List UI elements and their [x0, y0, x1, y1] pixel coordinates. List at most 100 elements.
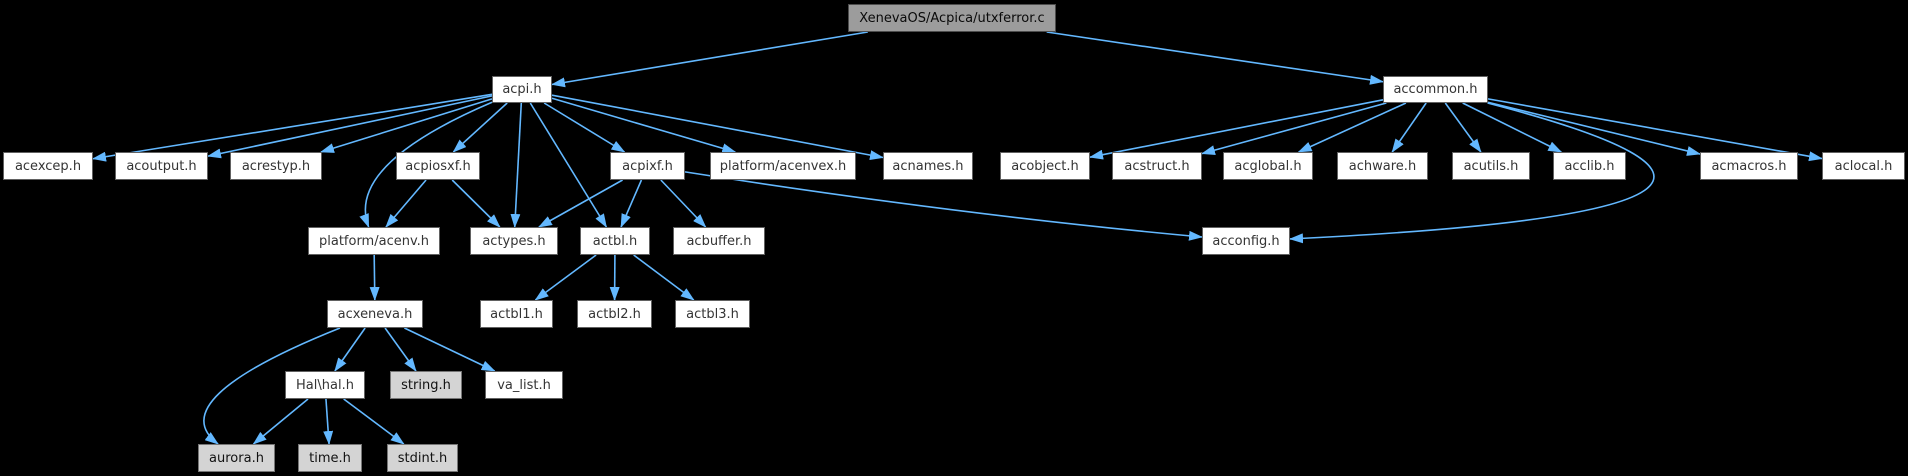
- graph-node-label: acstruct.h: [1124, 158, 1190, 174]
- graph-node-string[interactable]: string.h: [390, 371, 462, 399]
- graph-node-acbuffer[interactable]: acbuffer.h: [673, 227, 765, 255]
- include-edge-acenv-acxeneva: [369, 254, 380, 301]
- graph-node-label: acexcep.h: [14, 158, 82, 174]
- graph-node-label: aurora.h: [209, 450, 264, 466]
- graph-node-label: acconfig.h: [1212, 233, 1280, 249]
- include-edge-acpixf-acbuffer: [660, 179, 707, 228]
- graph-node-actypes[interactable]: actypes.h: [470, 227, 558, 255]
- include-edge-accommon-acobject: [1089, 98, 1384, 160]
- graph-node-label: Hal\hal.h: [296, 377, 354, 393]
- include-edge-accommon-acutils: [1444, 102, 1482, 153]
- graph-node-acnames[interactable]: acnames.h: [883, 152, 973, 180]
- graph-node-aurora[interactable]: aurora.h: [198, 444, 275, 472]
- graph-node-acenvex[interactable]: platform/acenvex.h: [710, 152, 856, 180]
- graph-node-acpixf[interactable]: acpixf.h: [610, 152, 685, 180]
- graph-node-label: acpi.h: [502, 82, 542, 97]
- include-edge-acpiosxf-actypes: [451, 179, 501, 228]
- include-edge-accommon-achware: [1391, 102, 1427, 153]
- graph-node-acobject[interactable]: acobject.h: [1000, 152, 1090, 180]
- include-edge-acpixf-actypes: [538, 179, 623, 228]
- graph-node-label: XenevaOS/Acpica/utxferror.c: [859, 10, 1045, 26]
- graph-node-aclocal[interactable]: aclocal.h: [1822, 152, 1905, 180]
- include-edge-hal-stdint: [343, 398, 405, 445]
- include-edge-actbl-actbl3: [633, 254, 695, 301]
- include-edge-acpi-acrestyp: [320, 98, 493, 153]
- graph-node-label: acglobal.h: [1234, 158, 1302, 174]
- graph-node-root: XenevaOS/Acpica/utxferror.c: [848, 4, 1056, 32]
- graph-node-label: achware.h: [1348, 158, 1417, 174]
- graph-node-acenv[interactable]: platform/acenv.h: [308, 227, 440, 255]
- graph-node-acpi[interactable]: acpi.h: [492, 76, 552, 103]
- graph-node-acmacros[interactable]: acmacros.h: [1700, 152, 1798, 180]
- include-edge-root-acpi: [551, 31, 868, 88]
- graph-node-label: acxeneva.h: [337, 306, 413, 322]
- graph-node-acpiosxf[interactable]: acpiosxf.h: [396, 152, 480, 180]
- include-edge-acpi-acenvex: [551, 97, 737, 154]
- graph-node-label: acclib.h: [1564, 158, 1615, 174]
- include-edge-acpixf-actbl: [620, 179, 643, 228]
- include-edge-acpi-acpixf: [543, 102, 626, 153]
- graph-node-actbl2[interactable]: actbl2.h: [577, 300, 652, 328]
- include-edge-acpi-acoutput: [207, 95, 493, 159]
- include-edge-acpi-acenv: [359, 101, 493, 228]
- graph-node-acexcep[interactable]: acexcep.h: [3, 152, 93, 180]
- graph-node-stdint[interactable]: stdint.h: [387, 444, 458, 472]
- graph-node-label: acpixf.h: [622, 158, 673, 174]
- graph-node-label: actbl2.h: [588, 306, 641, 322]
- graph-node-label: actypes.h: [482, 233, 546, 249]
- graph-node-acrestyp[interactable]: acrestyp.h: [230, 152, 322, 180]
- include-edge-acxeneva-string: [384, 327, 417, 372]
- include-edge-hal-aurora: [252, 398, 309, 445]
- graph-node-actbl3[interactable]: actbl3.h: [675, 300, 750, 328]
- include-edge-accommon-acclib: [1462, 102, 1563, 153]
- graph-node-acutils[interactable]: acutils.h: [1452, 152, 1530, 180]
- graph-node-acglobal[interactable]: acglobal.h: [1223, 152, 1313, 180]
- graph-node-acconfig[interactable]: acconfig.h: [1202, 227, 1290, 255]
- graph-node-label: acrestyp.h: [241, 158, 311, 174]
- graph-node-label: va_list.h: [497, 377, 551, 393]
- include-edge-acpi-actypes: [510, 102, 523, 228]
- include-edge-acxeneva-hal: [334, 327, 366, 372]
- include-edge-root-accommon: [1046, 31, 1384, 85]
- graph-node-acstruct[interactable]: acstruct.h: [1112, 152, 1202, 180]
- graph-node-time[interactable]: time.h: [298, 444, 362, 472]
- include-edge-accommon-acglobal: [1297, 102, 1407, 153]
- graph-node-actbl1[interactable]: actbl1.h: [480, 300, 553, 328]
- include-edge-accommon-acmacros: [1487, 101, 1701, 156]
- graph-node-label: actbl.h: [592, 233, 638, 249]
- include-edge-acpi-actbl: [529, 102, 608, 228]
- include-edge-acpiosxf-acenv: [385, 179, 427, 228]
- graph-node-label: acutils.h: [1463, 158, 1519, 174]
- graph-node-label: stdint.h: [397, 450, 448, 466]
- graph-node-acoutput[interactable]: acoutput.h: [115, 152, 208, 180]
- graph-node-label: actbl3.h: [686, 306, 739, 322]
- graph-node-hal[interactable]: Hal\hal.h: [285, 371, 365, 399]
- include-edge-acpi-acpiosxf: [452, 102, 508, 153]
- graph-node-label: acpiosxf.h: [405, 158, 471, 174]
- graph-node-valist[interactable]: va_list.h: [485, 371, 563, 399]
- graph-node-label: platform/acenv.h: [318, 233, 430, 249]
- include-edge-acpixf-acconfig: [684, 171, 1203, 241]
- include-edge-acpi-acexcep: [92, 93, 493, 162]
- include-edge-accommon-acconfig: [1289, 102, 1655, 244]
- graph-node-label: time.h: [309, 450, 351, 466]
- graph-node-label: acnames.h: [892, 158, 964, 174]
- graph-node-accommon[interactable]: accommon.h: [1383, 76, 1488, 103]
- graph-node-actbl[interactable]: actbl.h: [580, 227, 650, 255]
- include-edge-hal-time: [323, 398, 334, 445]
- graph-node-acclib[interactable]: acclib.h: [1553, 152, 1626, 180]
- graph-node-label: acmacros.h: [1711, 158, 1787, 174]
- graph-node-label: actbl1.h: [490, 306, 543, 322]
- include-edge-actbl-actbl1: [534, 254, 597, 301]
- graph-node-label: aclocal.h: [1834, 158, 1893, 174]
- include-edge-acxeneva-valist: [404, 327, 496, 372]
- include-edge-accommon-aclocal: [1487, 98, 1823, 162]
- graph-node-acxeneva[interactable]: acxeneva.h: [327, 300, 423, 328]
- graph-node-label: platform/acenvex.h: [719, 158, 847, 174]
- graph-node-label: accommon.h: [1393, 82, 1478, 97]
- graph-node-achware[interactable]: achware.h: [1337, 152, 1428, 180]
- graph-node-label: acoutput.h: [126, 158, 197, 174]
- include-edge-acxeneva-aurora: [203, 327, 341, 445]
